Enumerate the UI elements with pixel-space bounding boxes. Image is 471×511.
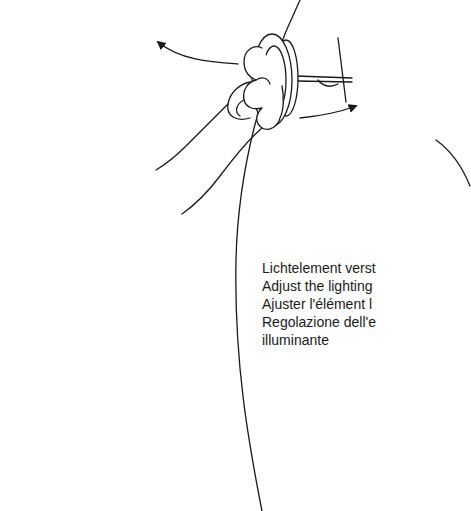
caption-label: Regolazione dell'e illuminante [262,313,390,349]
lamp-stem [296,81,352,82]
lamp-shade-edge [436,140,470,186]
support-arm [338,38,346,102]
lamp-shade [236,0,300,511]
caption-label: Ajuster l'élément l [262,295,372,313]
arm [156,104,228,170]
caption-label: Lichtelement verst [262,259,376,277]
stem-bracket [318,80,338,86]
rotation-arrow [300,106,356,118]
hand [244,47,284,130]
finger [237,100,244,116]
finger [228,82,250,119]
rotation-arrow [158,42,238,64]
arm [182,128,262,214]
lamp-stem [296,76,352,78]
thumb [256,78,270,84]
caption-label: Adjust the lighting [262,277,373,295]
